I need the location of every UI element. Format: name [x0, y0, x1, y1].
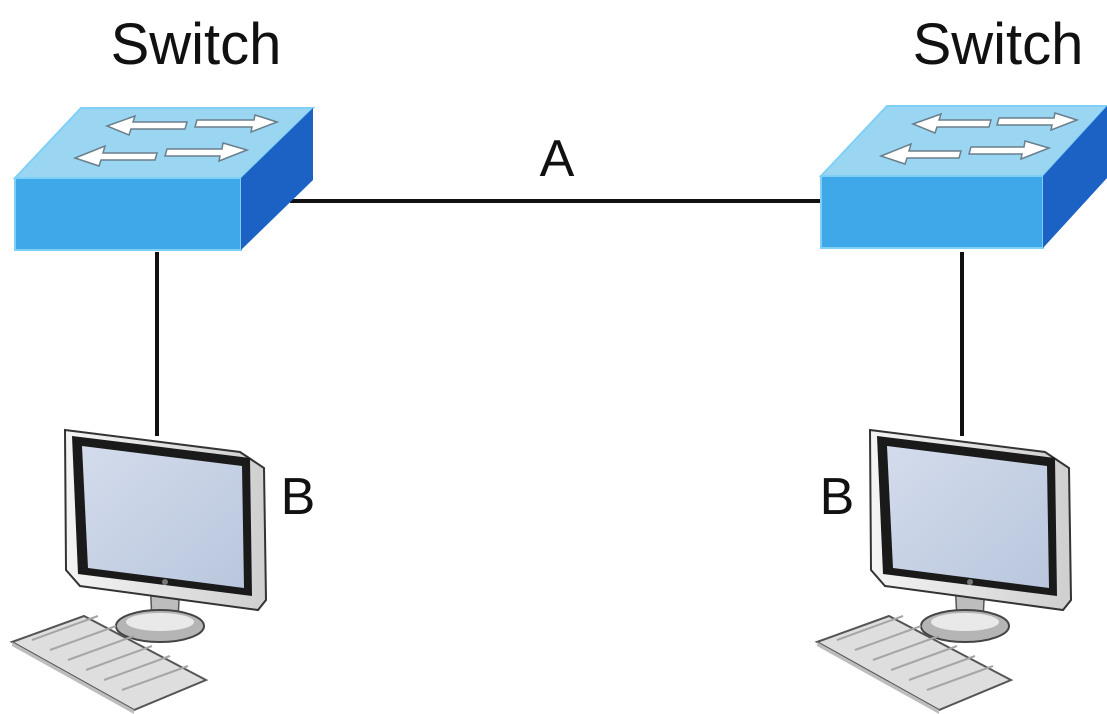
switch-icon — [12, 107, 316, 251]
host-left-label: B — [281, 468, 316, 526]
switch-left-label: Switch — [111, 12, 282, 77]
link-a-label: A — [540, 130, 575, 188]
computer-icon — [9, 428, 268, 714]
host-right-label: B — [820, 468, 855, 526]
switch-right: Switch — [818, 12, 1107, 249]
connections — [155, 199, 964, 436]
computer-left: B — [9, 428, 316, 714]
computer-icon — [814, 428, 1073, 714]
switch-icon — [818, 105, 1107, 249]
switch-right-label: Switch — [913, 12, 1084, 77]
switch-left: Switch — [12, 12, 316, 251]
computer-right: B — [814, 428, 1073, 714]
